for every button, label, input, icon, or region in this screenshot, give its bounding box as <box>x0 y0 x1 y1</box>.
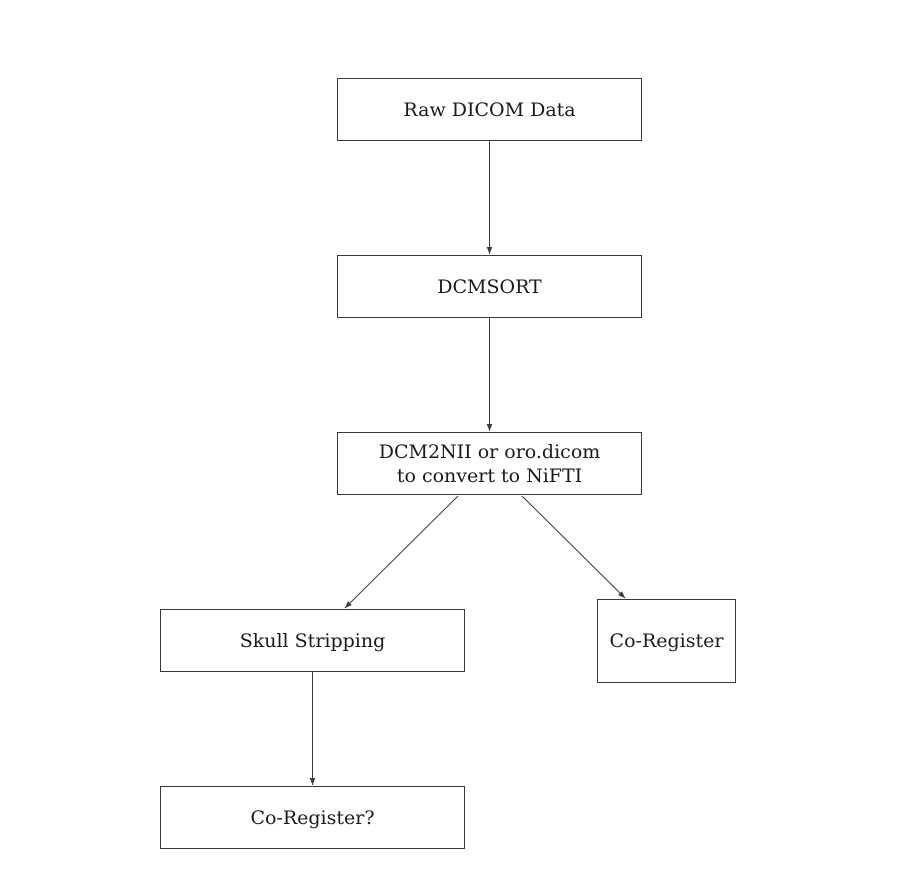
node-skull-stripping: Skull Stripping <box>160 609 465 672</box>
node-label: DCMSORT <box>437 275 542 298</box>
node-label: Raw DICOM Data <box>403 98 576 121</box>
edge-convert-to-skull-stripping <box>344 495 459 609</box>
node-raw-dicom-data: Raw DICOM Data <box>337 78 642 141</box>
node-co-register: Co-Register <box>597 599 736 683</box>
node-dcmsort: DCMSORT <box>337 255 642 318</box>
node-label: Co-Register? <box>250 806 375 829</box>
node-convert-to-nifti: DCM2NII or oro.dicom to convert to NiFTI <box>337 432 642 495</box>
edge-convert-to-co-register <box>521 495 626 599</box>
node-label-line-1: DCM2NII or oro.dicom <box>378 440 601 463</box>
node-label-line-2: to convert to NiFTI <box>396 464 583 487</box>
node-label: Skull Stripping <box>239 629 386 652</box>
node-co-register-question: Co-Register? <box>160 786 465 849</box>
node-label: Co-Register <box>609 630 724 652</box>
